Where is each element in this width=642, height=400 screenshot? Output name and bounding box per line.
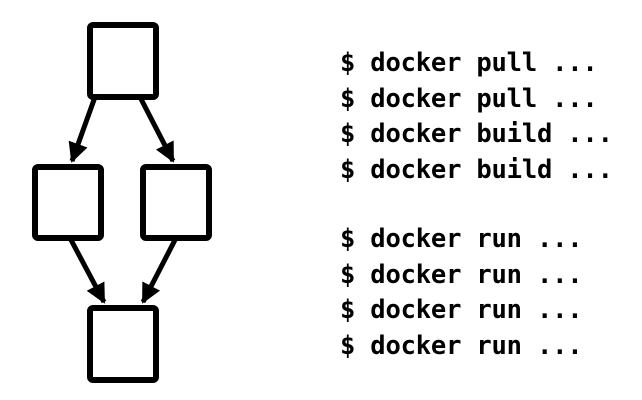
dependency-graph <box>32 22 212 383</box>
command-line: $ docker run ... <box>340 295 583 325</box>
node-left <box>32 164 104 241</box>
edge-right-to-bottom <box>140 236 179 304</box>
node-top <box>87 22 159 100</box>
build-commands: $ docker pull ... $ docker pull ... $ do… <box>340 46 613 188</box>
run-commands: $ docker run ... $ docker run ... $ dock… <box>340 222 583 364</box>
command-line: $ docker run ... <box>340 259 583 290</box>
node-right <box>140 164 212 241</box>
command-line: $ docker build ... <box>340 119 613 149</box>
edge-top-to-right <box>137 95 176 163</box>
command-line: $ docker pull ... <box>340 83 598 114</box>
command-line: $ docker run ... <box>340 330 583 361</box>
command-line: $ docker build ... <box>340 154 613 185</box>
edge-top-to-left <box>68 96 98 163</box>
command-line: $ docker pull ... <box>340 48 598 78</box>
edge-left-to-bottom <box>67 236 107 304</box>
node-bottom <box>87 305 159 383</box>
command-line: $ docker run ... <box>340 224 583 254</box>
